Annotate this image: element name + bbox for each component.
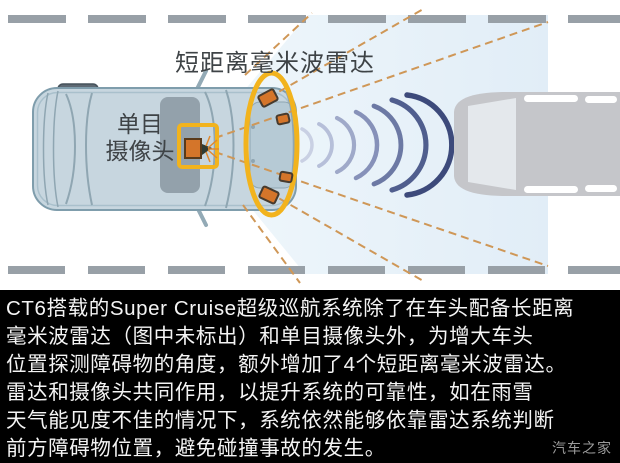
radar-sensor-mid-left (276, 113, 290, 124)
short-range-radar-label: 短距离毫米波雷达 (175, 43, 375, 78)
sensor-diagram: 短距离毫米波雷达 单目 摄像头 (0, 0, 620, 290)
caption-line: 雷达和摄像头共同作用，以提升系统的可靠性，如在雨雪 (6, 379, 615, 407)
caption-line: 天气能见度不佳的情况下，系统依然能够依靠雷达系统判断 (6, 407, 615, 435)
caption-line: 前方障碍物位置，避免碰撞事故的发生。 (6, 435, 615, 463)
watermark: 汽车之家 (552, 438, 612, 458)
caption-panel: CT6搭载的Super Cruise超级巡航系统除了在车头配备长距离 毫米波雷达… (0, 290, 620, 463)
radar-sensor-mid-right (279, 172, 292, 183)
caption-line: 毫米波雷达（图中未标出）和单目摄像头外，为增大车头 (6, 323, 615, 351)
target-car (454, 92, 620, 196)
caption-line: CT6搭载的Super Cruise超级巡航系统除了在车头配备长距离 (6, 295, 615, 323)
mono-camera-label: 单目 摄像头 (100, 111, 180, 165)
caption-line: 位置探测障碍物的角度，额外增加了4个短距离毫米波雷达。 (6, 351, 615, 379)
